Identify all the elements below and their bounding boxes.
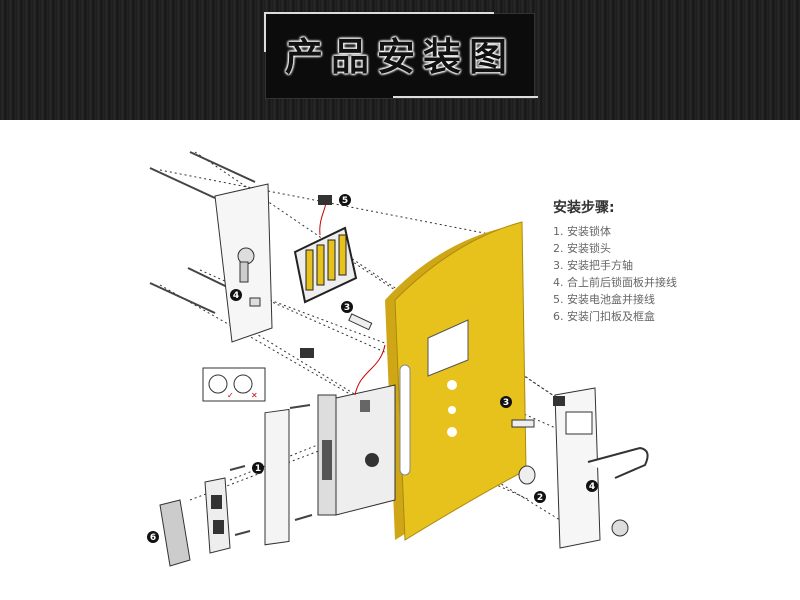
callout-3 (341, 301, 353, 313)
page-title: 产品安装图 (284, 35, 515, 79)
diagram-shape (294, 514, 313, 521)
diagram-shape (447, 427, 457, 437)
diagram-shape (269, 299, 431, 361)
diagram-shape (318, 195, 332, 205)
step-item: 1. 安装锁体 (553, 225, 611, 238)
title-box (265, 13, 535, 99)
header-banner: 产品安装图 (0, 0, 800, 120)
lock-cylinder (518, 465, 536, 485)
diagram-shape (553, 396, 565, 406)
step-item: 4. 合上前后锁面板并接线 (553, 276, 677, 289)
diagram-shape (300, 348, 314, 358)
diagram-shape (159, 284, 431, 441)
mortise-lock-body (300, 344, 396, 516)
callout-number: 5 (342, 196, 348, 206)
outer-handle-panel (553, 387, 649, 549)
diagram-shape (518, 465, 536, 485)
step-item: 5. 安装电池盒并接线 (553, 293, 655, 306)
diagram-shape: ✓ (227, 391, 234, 400)
step-item: 3. 安装把手方轴 (553, 259, 633, 272)
spindle-orientation-inset: ✓✕ (202, 367, 266, 402)
diagram-shape (249, 297, 261, 307)
diagram-shape (354, 344, 386, 396)
diagram-shape (322, 440, 332, 480)
diagram-shape (305, 249, 314, 291)
steps-title: 安装步骤: (553, 200, 615, 216)
front-faceplate (264, 408, 290, 546)
diagram-shape (229, 465, 246, 471)
spindle (511, 419, 535, 428)
step-item: 2. 安装锁头 (553, 242, 611, 255)
diagram-shape (305, 234, 347, 291)
diagram-shape (611, 519, 629, 537)
callout-4 (230, 289, 242, 301)
callout-number: 2 (537, 493, 543, 503)
diagram-shape (427, 319, 469, 377)
diagram-shape (233, 374, 253, 394)
diagram-shape (316, 244, 325, 286)
strike-box (159, 499, 191, 567)
lock-installation-diagram: ✓✕ 1 2 3 3 4 4 5 6 (147, 151, 649, 567)
diagram-shape (447, 380, 457, 390)
callout-5 (339, 194, 351, 206)
diagram-shape (194, 151, 561, 401)
diagram-shape: ✕ (251, 391, 258, 400)
installation-steps: 安装步骤: 1. 安装锁体 2. 安装锁头 3. 安装把手方轴 4. 合上前后锁… (553, 200, 677, 325)
callout-number: 1 (255, 464, 261, 474)
diagram-shape (149, 167, 216, 199)
diagram-shape (289, 404, 311, 409)
diagram-shape (399, 364, 411, 476)
callout-3 (500, 396, 512, 408)
diagram-shape: 1 2 3 3 4 4 5 6 (147, 194, 598, 543)
callout-1 (252, 462, 264, 474)
diagram-shape (208, 374, 228, 394)
diagram-shape (213, 520, 224, 534)
diagram-shape (189, 151, 256, 183)
diagram-shape (293, 226, 358, 304)
diagram-shape (587, 446, 649, 479)
decorative-frame-line (393, 96, 538, 98)
diagram-shape (394, 221, 527, 541)
diagram-shape (211, 495, 222, 509)
decorative-frame-line (264, 12, 494, 52)
callout-number: 4 (589, 482, 595, 492)
diagram-shape (335, 384, 396, 516)
diagram-shape (159, 169, 521, 241)
callout-number: 4 (233, 291, 239, 301)
step-item: 6. 安装门扣板及框盒 (553, 310, 655, 323)
callout-2 (534, 491, 546, 503)
battery-box (293, 194, 358, 304)
callout-number: 3 (503, 398, 509, 408)
spindle (348, 313, 373, 331)
diagram-shape (365, 453, 379, 467)
diagram-shape (327, 239, 336, 281)
callout-number: 3 (344, 303, 350, 313)
diagram-shape (149, 282, 216, 314)
callout-4 (586, 480, 598, 492)
callout-6 (147, 531, 159, 543)
diagram-shape (234, 530, 251, 536)
diagram-shape (429, 454, 531, 501)
diagram-shape (360, 400, 370, 412)
diagram-shape (565, 411, 593, 435)
diagram-shape (448, 406, 456, 414)
callout-number: 6 (150, 533, 156, 543)
diagram-shape (338, 234, 347, 276)
diagram-shape (204, 477, 231, 554)
door (385, 221, 527, 541)
strike-plate (204, 477, 231, 554)
diagram-shape (239, 261, 249, 283)
